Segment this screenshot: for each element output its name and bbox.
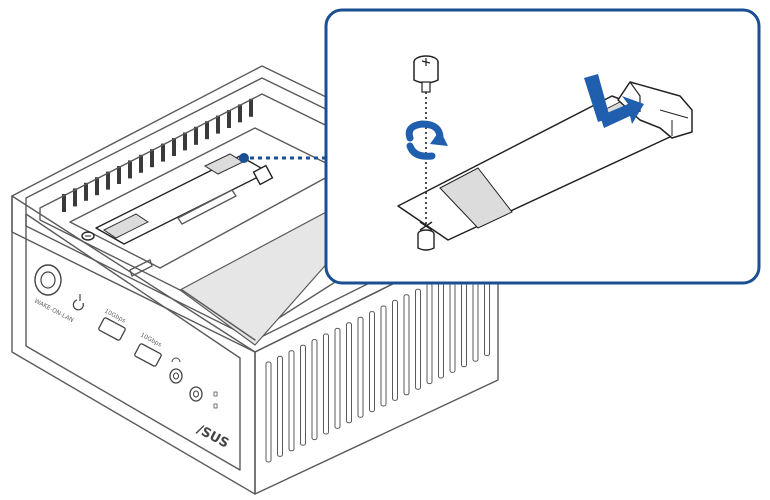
vent-slat [238, 104, 242, 123]
side-vent-slat [438, 277, 444, 379]
screw [413, 55, 439, 93]
board-connector-1 [177, 189, 237, 225]
rotate-arrow-icon [405, 120, 448, 160]
back-wall-vents [62, 98, 253, 212]
side-vent-slat [323, 333, 329, 435]
vent-slat [183, 132, 187, 151]
callout-leader [239, 153, 330, 163]
vent-slat [227, 110, 231, 128]
vent-slat [84, 182, 88, 201]
vent-slat [194, 126, 198, 145]
side-vent-slat [357, 316, 364, 418]
side-vent-slat [265, 361, 272, 463]
vent-slat [73, 188, 77, 207]
vent-slat [62, 194, 66, 212]
vent-slat [216, 115, 220, 134]
vent-slat [161, 143, 165, 162]
vent-slat [117, 166, 121, 184]
vent-slat [95, 177, 99, 196]
vent-slat [106, 171, 110, 190]
heatsink-plate [178, 209, 331, 346]
headphone-icon [171, 357, 181, 363]
usb-port-left[interactable] [98, 317, 126, 341]
side-vent-slat [426, 283, 433, 385]
mic-jack[interactable] [189, 386, 203, 402]
side-vent-slat [346, 322, 352, 424]
chassis-screw [81, 231, 95, 241]
power-button[interactable] [34, 264, 62, 296]
audio-jack[interactable] [169, 368, 183, 384]
case-front-inner [25, 213, 241, 471]
side-vent-slat [380, 305, 387, 407]
led-indicators [213, 391, 218, 409]
vent-slat [139, 154, 143, 173]
side-vent-slat [300, 344, 306, 446]
vent-slat [205, 121, 209, 140]
side-vent-slat [392, 299, 398, 401]
side-vent-slat [334, 327, 341, 429]
front-panel-text: WAKE-ON-LAN [33, 298, 74, 324]
power-icon [72, 294, 84, 311]
vent-slat [128, 160, 132, 179]
board-connector-2 [129, 259, 153, 277]
side-vent-slat [369, 311, 375, 413]
vent-slat [249, 98, 253, 117]
detail-callout [324, 8, 761, 285]
standoff [417, 221, 435, 251]
heatsink-edge [181, 289, 256, 341]
side-vent-slat [311, 339, 318, 441]
side-vent-slat [449, 271, 456, 373]
side-vent-slat [277, 355, 283, 457]
vent-slat [150, 149, 154, 168]
insert-arrow-icon [584, 74, 644, 128]
installed-ssd [95, 153, 274, 245]
side-vent-slat [403, 294, 410, 396]
side-vent-slat [415, 288, 421, 390]
case-front-face [11, 195, 256, 495]
side-vent-slat [288, 350, 295, 452]
usb-port-right[interactable] [134, 343, 162, 367]
vent-slat [172, 138, 176, 156]
